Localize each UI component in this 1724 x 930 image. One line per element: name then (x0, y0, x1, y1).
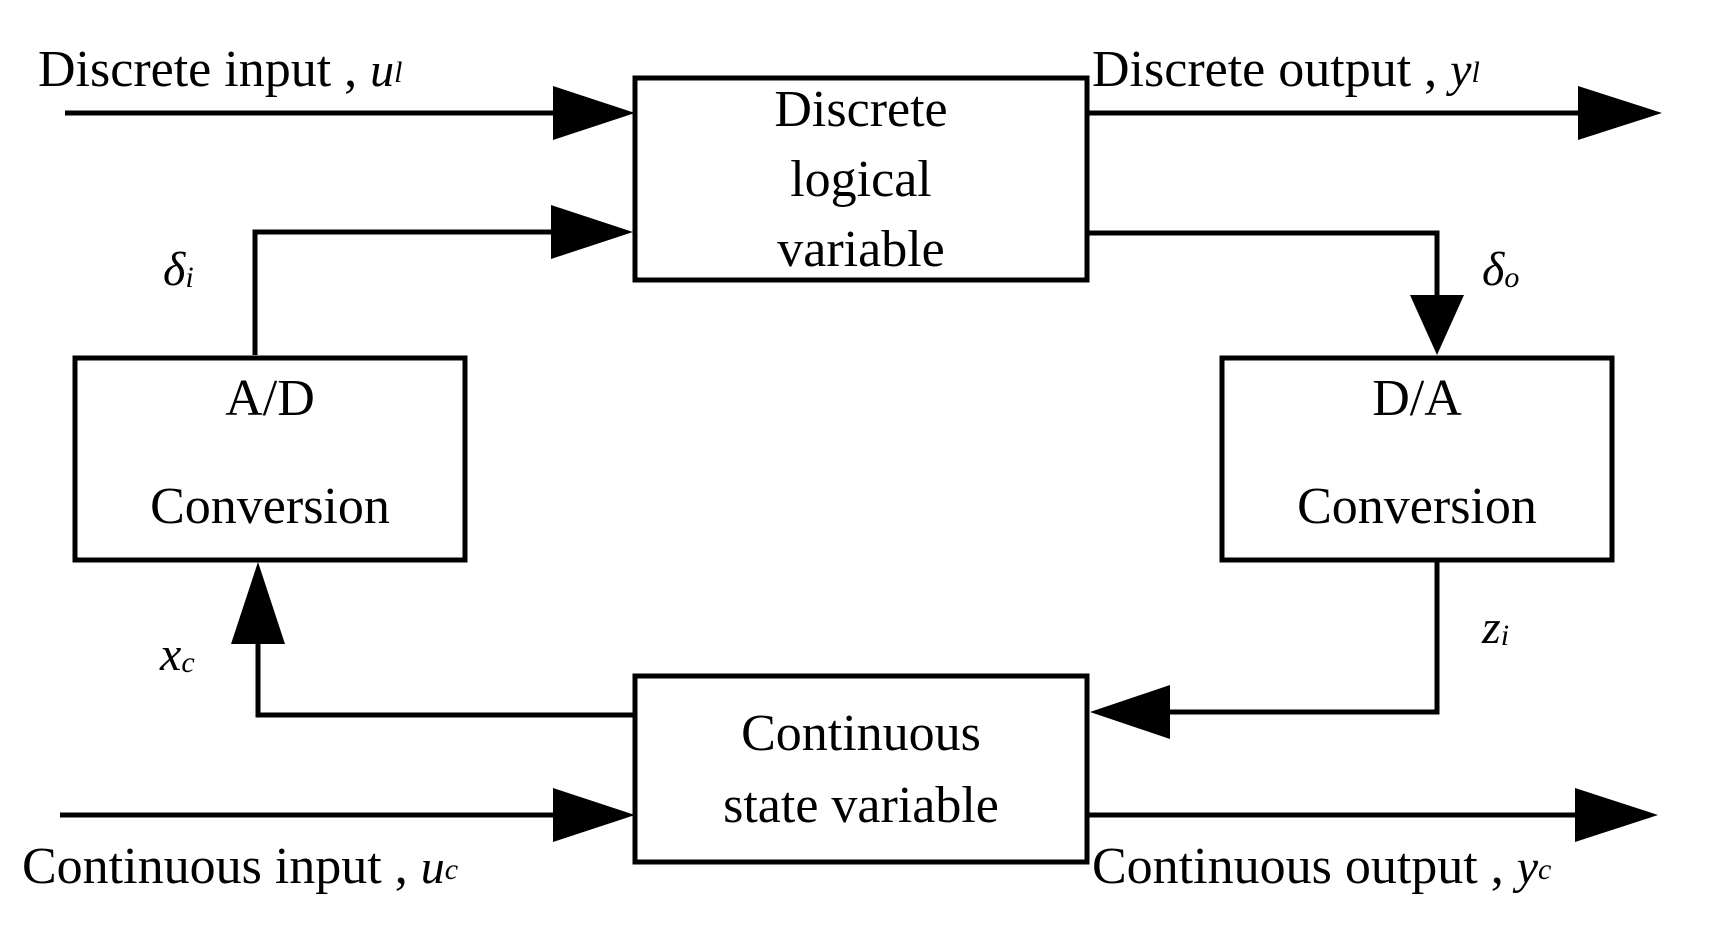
ad-conversion-block (72, 355, 468, 563)
delta-i-label: δi (163, 243, 194, 296)
discrete-block-line-3: variable (777, 221, 944, 278)
continuous-output-label: Continuous output , yc (1092, 838, 1551, 895)
z-i-label: zi (1481, 601, 1509, 654)
discrete-logical-variable-block (632, 75, 1090, 283)
continuous-input-label: Continuous input , uc (22, 838, 458, 895)
continuous-block-line-2: state variable (723, 777, 999, 834)
delta-o-label: δo (1482, 243, 1519, 296)
discrete-block-line-2: logical (790, 151, 932, 208)
discrete-input-label: Discrete input , ul (38, 41, 402, 98)
x-c-label: xc (159, 628, 195, 681)
delta-i-wire (252, 229, 555, 355)
x-c-wire (255, 640, 635, 718)
da-conversion-block (1219, 355, 1615, 563)
continuous-state-variable-block (632, 673, 1090, 865)
da-block-line-2: Conversion (1297, 478, 1537, 535)
continuous-block-line-1: Continuous (741, 705, 981, 762)
ad-block-line-2: Conversion (150, 478, 390, 535)
discrete-input-arrowhead (553, 86, 635, 140)
da-block-line-1: D/A (1372, 370, 1462, 427)
discrete-output-arrowhead (1578, 86, 1662, 140)
continuous-output-arrowhead (1575, 788, 1658, 842)
delta-o-arrowhead (1410, 295, 1464, 355)
discrete-block-line-1: Discrete (774, 81, 947, 138)
delta-i-arrowhead (551, 205, 633, 259)
discrete-output-label: Discrete output , yl (1092, 41, 1480, 98)
ad-block-line-1: A/D (225, 370, 315, 427)
continuous-input-arrowhead (553, 788, 635, 842)
z-i-arrowhead (1090, 685, 1170, 739)
delta-o-wire (1087, 230, 1440, 300)
x-c-arrowhead (231, 562, 285, 644)
z-i-wire (1165, 560, 1440, 715)
